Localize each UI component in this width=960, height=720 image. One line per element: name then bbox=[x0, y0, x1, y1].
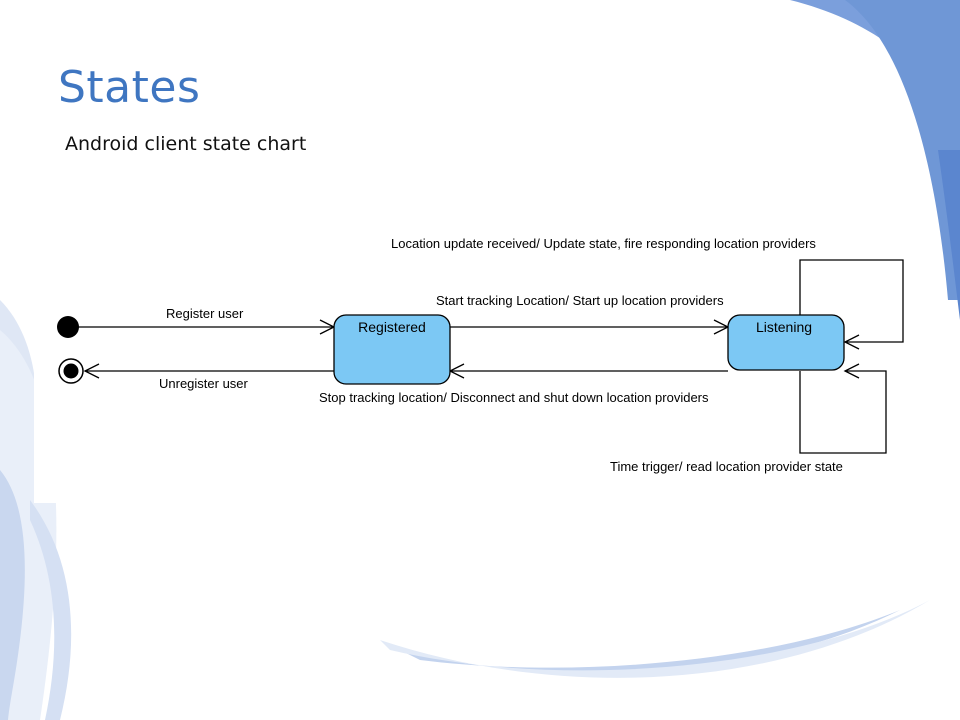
right-edge-inner bbox=[938, 150, 960, 320]
final-state-inner-dot bbox=[63, 363, 79, 379]
unregister-user-label: Unregister user bbox=[159, 376, 249, 391]
registered-state-box bbox=[333, 314, 451, 385]
time-trigger-arrowhead bbox=[843, 363, 860, 379]
listening-state-box bbox=[727, 314, 845, 371]
stop-tracking-label: Stop tracking location/ Disconnect and s… bbox=[319, 390, 709, 405]
left-wave-3 bbox=[0, 470, 25, 720]
location-update-arrowhead bbox=[843, 334, 860, 350]
registered-state-label: Registered bbox=[358, 319, 426, 335]
unregister-user-arrowhead bbox=[83, 363, 100, 379]
listening-state-label: Listening bbox=[756, 319, 812, 335]
initial-state-node bbox=[57, 316, 79, 338]
time-trigger-loop bbox=[799, 370, 887, 454]
register-user-label: Register user bbox=[166, 306, 244, 321]
slide-title: States bbox=[58, 62, 201, 113]
right-edge-band bbox=[845, 0, 960, 300]
slide-subtitle: Android client state chart bbox=[65, 133, 307, 155]
location-update-label: Location update received/ Update state, … bbox=[391, 236, 816, 251]
start-tracking-label: Start tracking Location/ Start up locati… bbox=[436, 293, 724, 308]
time-trigger-label: Time trigger/ read location provider sta… bbox=[610, 459, 843, 474]
left-wave-4 bbox=[30, 500, 72, 720]
bottom-sweep bbox=[400, 610, 900, 674]
location-update-loop bbox=[799, 259, 904, 343]
